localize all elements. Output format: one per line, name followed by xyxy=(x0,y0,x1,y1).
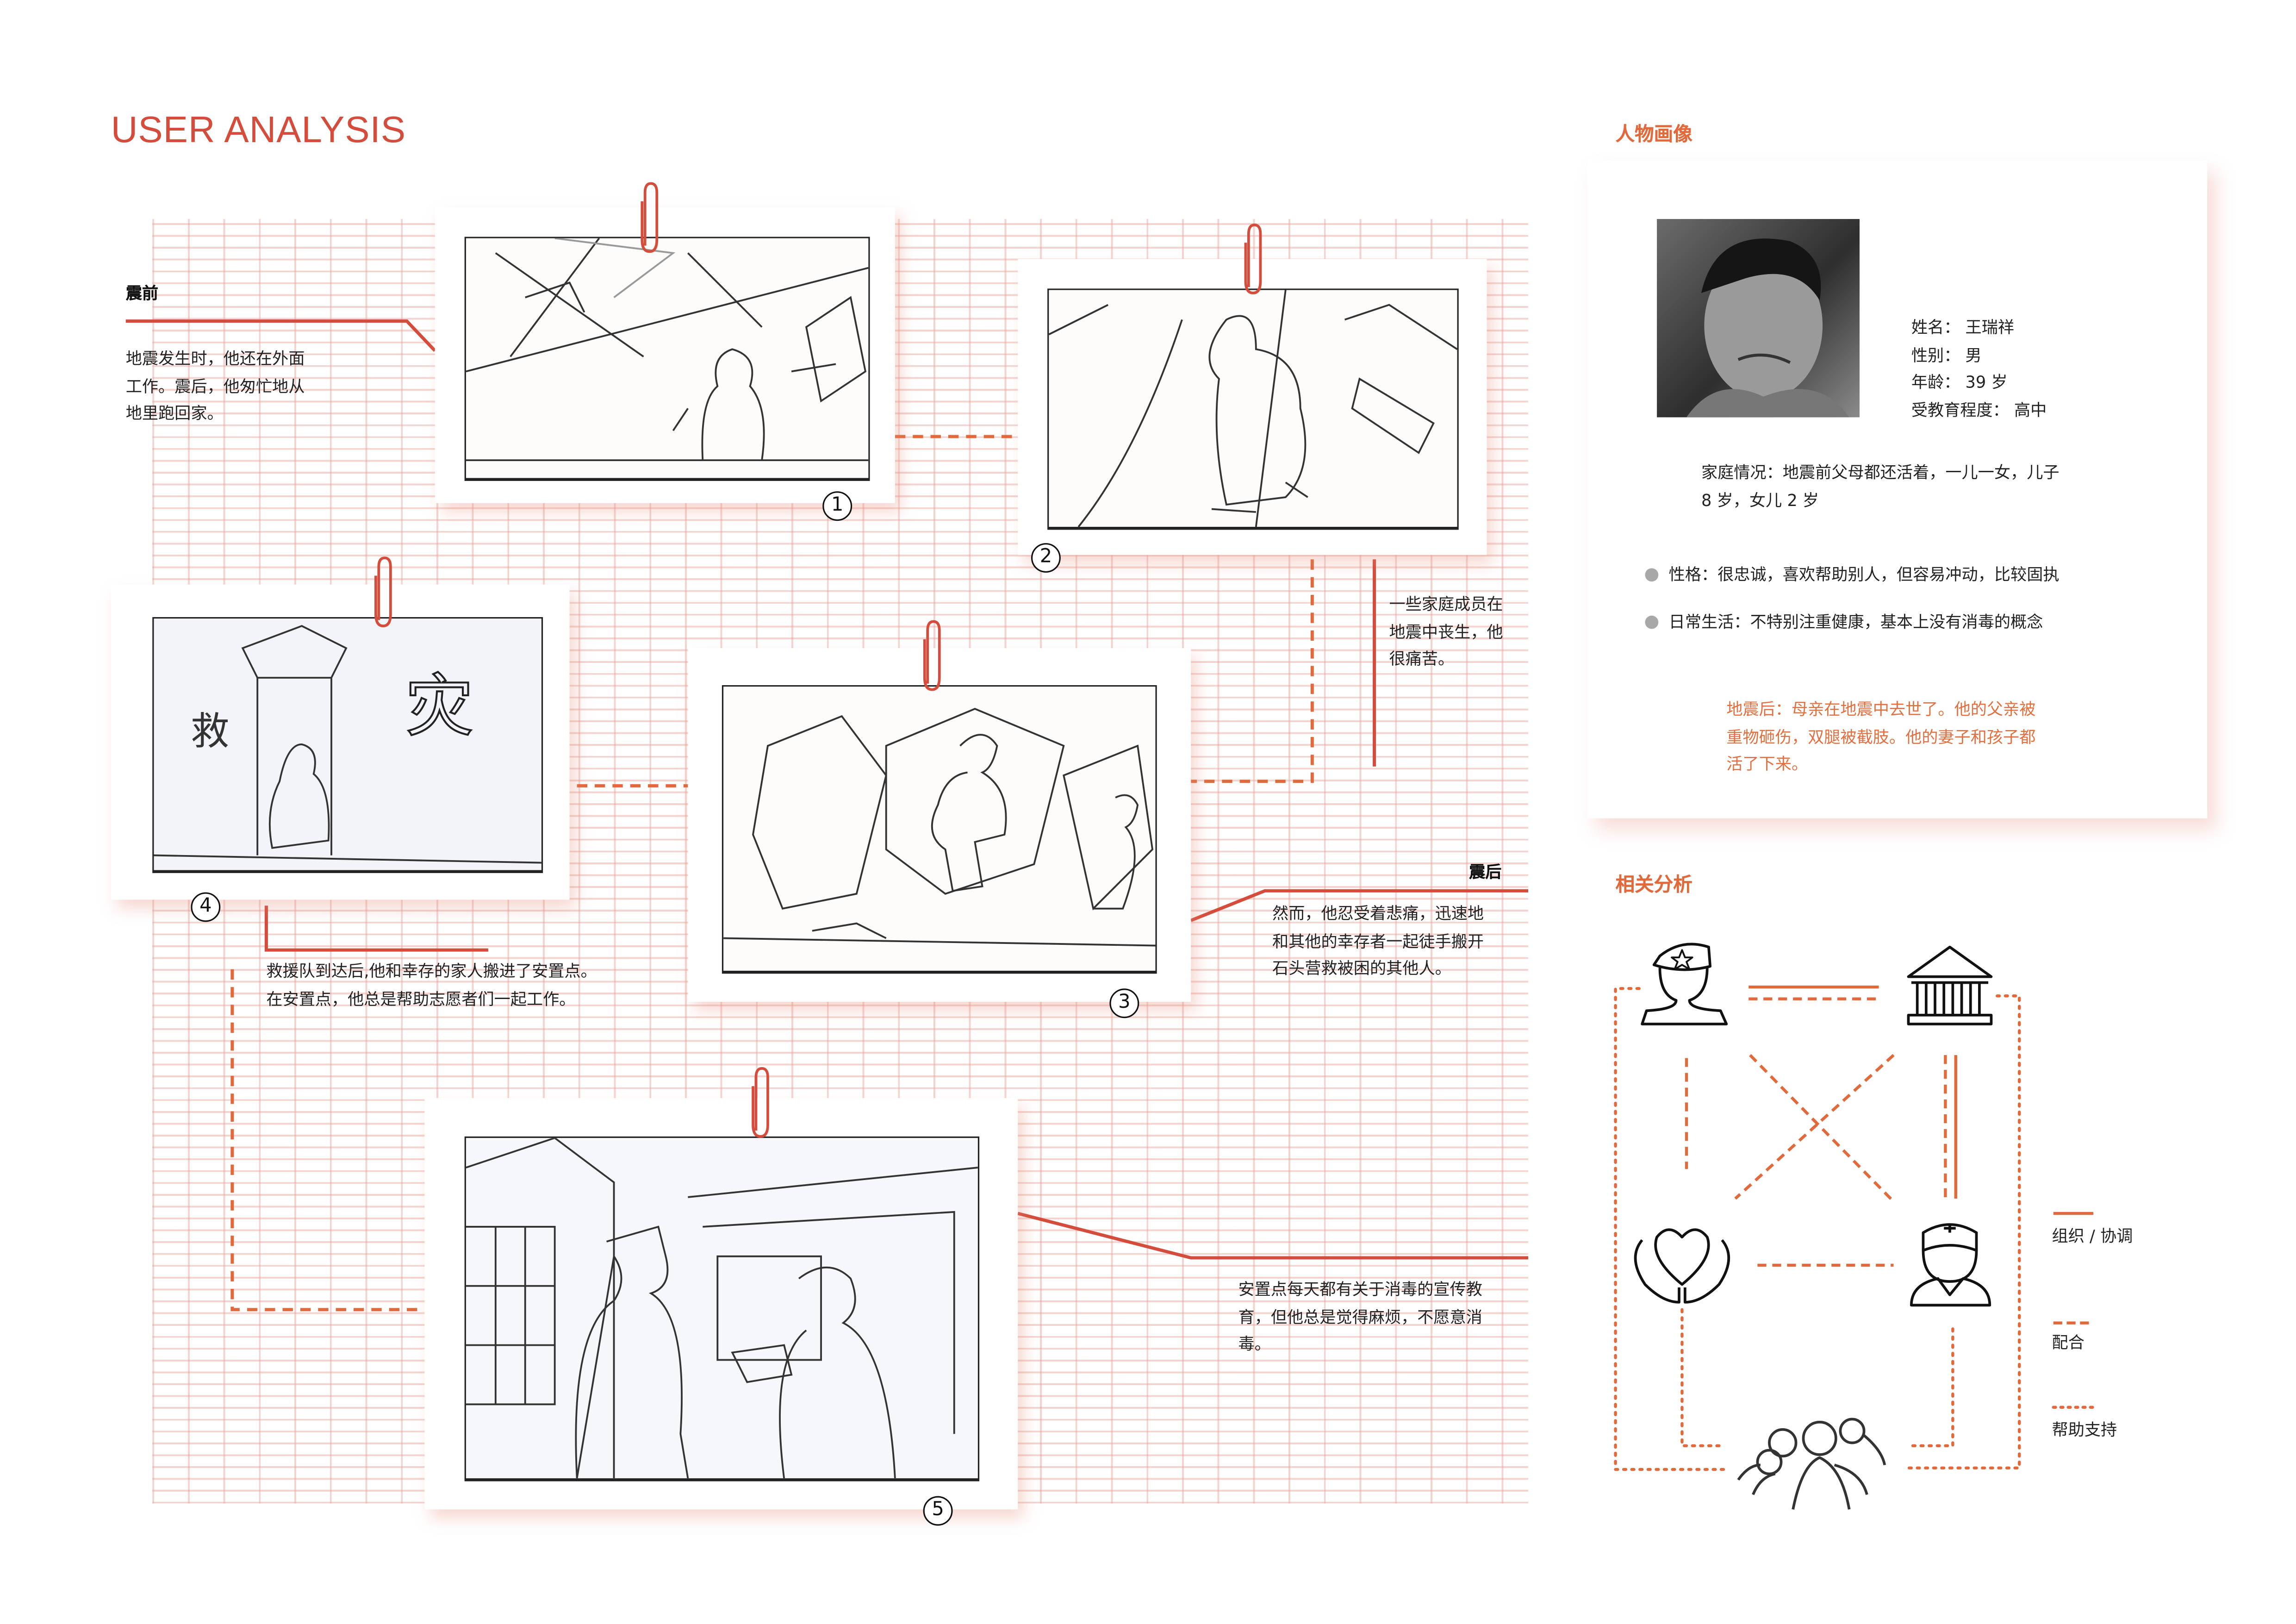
persona-gender: 性别： 男 xyxy=(1911,345,1982,365)
caption-line: 地震中丧生，他 xyxy=(1389,622,1503,642)
frame-number-badge: 3 xyxy=(1109,988,1139,1018)
dash-diag-2 xyxy=(1734,1054,1895,1200)
caption-line: 石头营救被困的其他人。 xyxy=(1272,959,1451,978)
persona-basic-info: 姓名： 王瑞祥 性别： 男 年龄： 39 岁 受教育程度： 高中 xyxy=(1911,315,2047,425)
persona-daily-life: 日常生活：不特别注重健康，基本上没有消毒的概念 xyxy=(1645,610,2043,637)
after-quake-line: 地震后：母亲在地震中去世了。他的父亲被 xyxy=(1726,700,2036,719)
persona-photo xyxy=(1657,219,1860,418)
legend-cooperate: 配合 xyxy=(2052,1333,2084,1353)
sketch-relief-tent: 救 灾 xyxy=(152,617,543,873)
dot-doctor-crowd xyxy=(1907,1327,1954,1448)
analysis-heading: 相关分析 xyxy=(1615,874,1692,897)
paperclip-icon xyxy=(373,555,394,629)
after-quake-line: 重物砸伤，双腿被截肢。他的妻子和孩子都 xyxy=(1726,727,2036,747)
caption-line: 工作。震后，他匆忙地从 xyxy=(125,376,305,396)
crowd-icon xyxy=(1737,1418,1886,1510)
bullet-icon xyxy=(1645,568,1659,582)
caption-line: 和其他的幸存者一起徒手搬开 xyxy=(1272,931,1484,951)
bullet-icon xyxy=(1645,615,1659,629)
legend-support: 帮助支持 xyxy=(2052,1420,2117,1440)
story-frame-1: 1 xyxy=(435,182,895,521)
after-heading: 震后 xyxy=(1469,862,1502,882)
family-line: 家庭情况：地震前父母都还活着，一儿一女，儿子 xyxy=(1701,463,2060,483)
sketch-disinfection-notice xyxy=(464,1136,980,1481)
persona-family: 家庭情况：地震前父母都还活着，一儿一女，儿子 8 岁，女儿 2 岁 xyxy=(1701,460,2060,515)
daily-life-text: 日常生活：不特别注重健康，基本上没有消毒的概念 xyxy=(1668,612,2043,632)
disinfection-caption: 安置点每天都有关于消毒的宣传教 育，但他总是觉得麻烦，不愿意消 毒。 xyxy=(1238,1277,1482,1359)
story-frame-4: 救 灾 4 xyxy=(111,556,570,922)
story-frame-3: 3 xyxy=(688,620,1191,1018)
caption-line: 然而，他忍受着悲痛，迅速地 xyxy=(1272,904,1484,924)
story-frame-5: 5 xyxy=(424,1067,1018,1526)
page-title: USER ANALYSIS xyxy=(111,109,406,151)
doctor-icon xyxy=(1910,1223,1991,1307)
caption-line: 地震发生时，他还在外面 xyxy=(125,349,305,369)
soldier-icon xyxy=(1641,943,1728,1025)
paperclip-icon xyxy=(750,1065,771,1139)
caption-line: 救援队到达后,他和幸存的家人搬进了安置点。 xyxy=(266,962,597,981)
sign-text-left: 救 xyxy=(191,709,229,754)
government-building-icon xyxy=(1907,945,1993,1025)
caption-line: 安置点每天都有关于消毒的宣传教 xyxy=(1238,1280,1482,1299)
paperclip-icon xyxy=(1243,222,1263,296)
persona-card: 姓名： 王瑞祥 性别： 男 年龄： 39 岁 受教育程度： 高中 家庭情况：地震… xyxy=(1587,160,2208,818)
grief-caption: 一些家庭成员在 地震中丧生，他 很痛苦。 xyxy=(1389,592,1503,674)
sketch-grieving xyxy=(1047,288,1459,530)
frame-number-badge: 2 xyxy=(1031,543,1061,573)
frame-number-badge: 4 xyxy=(191,892,221,922)
dot-charity-crowd xyxy=(1680,1308,1725,1448)
story-frame-2: 2 xyxy=(1018,223,1487,573)
persona-personality: 性格：很忠诚，喜欢帮助别人，但容易冲动，比较固执 xyxy=(1645,562,2060,590)
dash-diag-1 xyxy=(1749,1054,1895,1203)
charity-heart-hands-icon xyxy=(1634,1228,1730,1304)
caption-line: 很痛苦。 xyxy=(1389,650,1455,669)
caption-line: 毒。 xyxy=(1238,1335,1271,1354)
sketch-moving-rocks xyxy=(722,685,1157,974)
sign-text-right: 灾 xyxy=(405,667,473,746)
dot-soldier-crowd xyxy=(1614,987,1725,1471)
persona-education: 受教育程度： 高中 xyxy=(1911,400,2047,420)
before-heading: 震前 xyxy=(125,284,159,304)
after-caption: 然而，他忍受着悲痛，迅速地 和其他的幸存者一起徒手搬开 石头营救被困的其他人。 xyxy=(1272,901,1484,983)
caption-line: 地里跑回家。 xyxy=(125,404,224,424)
caption-line: 一些家庭成员在 xyxy=(1389,594,1503,614)
dot-gov-crowd xyxy=(1907,994,2021,1470)
legend-organize: 组织 / 协调 xyxy=(2052,1226,2133,1246)
persona-age: 年龄： 39 岁 xyxy=(1911,373,2008,393)
after-quake-line: 活了下来。 xyxy=(1726,755,1808,774)
family-line: 8 岁，女儿 2 岁 xyxy=(1701,490,1819,510)
paperclip-icon xyxy=(639,181,660,255)
sketch-running-home xyxy=(464,237,870,481)
caption-line: 育，但他总是觉得麻烦，不愿意消 xyxy=(1238,1307,1482,1327)
personality-text: 性格：很忠诚，喜欢帮助别人，但容易冲动，比较固执 xyxy=(1668,565,2060,585)
persona-name: 姓名： 王瑞祥 xyxy=(1911,318,2015,337)
persona-after-quake: 地震后：母亲在地震中去世了。他的父亲被 重物砸伤，双腿被截肢。他的妻子和孩子都 … xyxy=(1726,697,2035,779)
frame-number-badge: 1 xyxy=(822,491,852,521)
caption-line: 在安置点，他总是帮助志愿者们一起工作。 xyxy=(266,989,576,1009)
persona-heading: 人物画像 xyxy=(1615,124,1692,147)
frame-number-badge: 5 xyxy=(923,1496,953,1526)
before-caption: 地震发生时，他还在外面 工作。震后，他匆忙地从 地里跑回家。 xyxy=(126,346,305,428)
rescue-caption: 救援队到达后,他和幸存的家人搬进了安置点。 在安置点，他总是帮助志愿者们一起工作… xyxy=(266,959,597,1013)
paperclip-icon xyxy=(921,618,942,693)
